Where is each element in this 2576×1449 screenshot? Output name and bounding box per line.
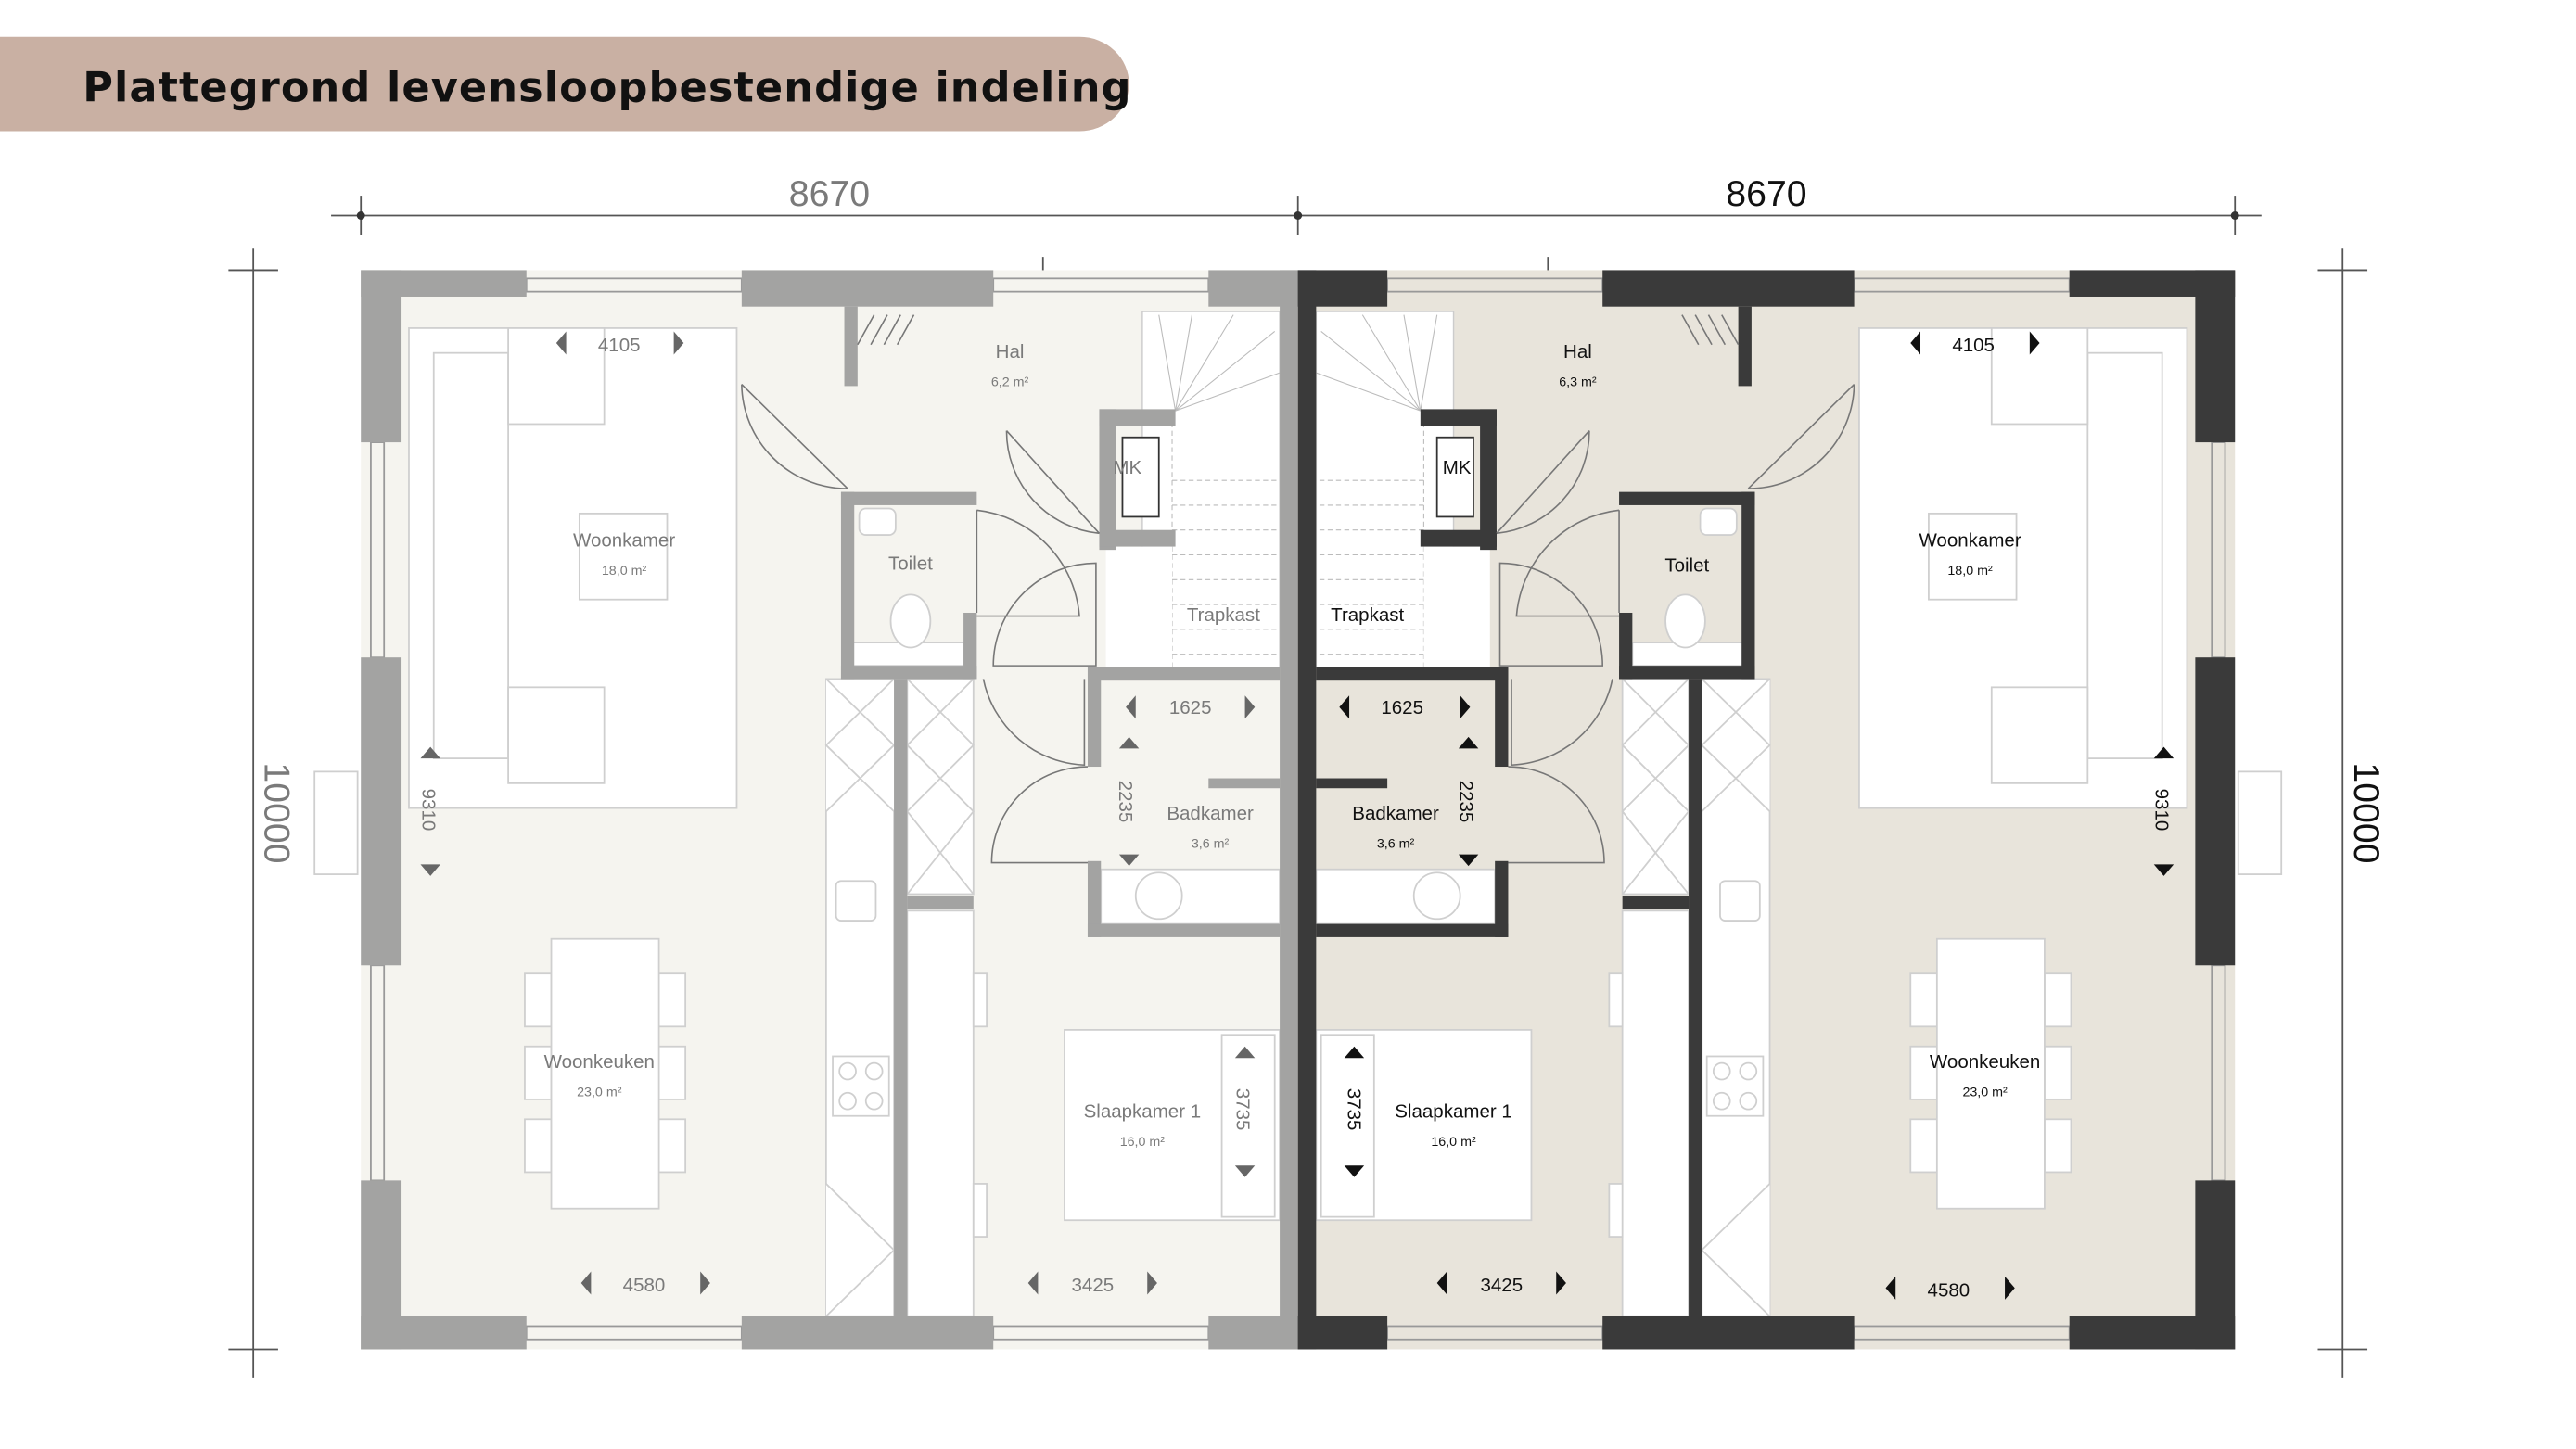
- room-woonkamer-area: 18,0 m²: [1947, 564, 1993, 578]
- meterkast-label: MK: [1443, 457, 1472, 478]
- meterkast-label: MK: [1113, 457, 1141, 478]
- room-badkamer-area: 3,6 m²: [1377, 837, 1415, 852]
- room-hal-label: Hal: [996, 341, 1025, 362]
- badkamer-depth: 2235: [1456, 781, 1477, 823]
- room-badkamer-label: Badkamer: [1352, 803, 1439, 824]
- woonkamer-width: 4105: [1952, 335, 1995, 356]
- badkamer-depth: 2235: [1115, 781, 1136, 823]
- room-woonkamer-label: Woonkamer: [573, 530, 675, 552]
- woonkamer-depth: 9310: [417, 789, 439, 832]
- room-slaapkamer-label: Slaapkamer 1: [1395, 1101, 1512, 1123]
- unit-left-labels: Hal 6,2 m² MK Toilet Trapkast 1625 Badka…: [417, 335, 1260, 1296]
- room-badkamer-label: Badkamer: [1167, 803, 1254, 824]
- woonkamer-width: 4105: [598, 335, 641, 356]
- room-woonkeuken-label: Woonkeuken: [544, 1051, 655, 1073]
- unit-right-labels: Hal 6,3 m² MK Toilet Trapkast 1625 Badka…: [1331, 335, 2172, 1301]
- woonkamer-depth: 9310: [2151, 789, 2173, 832]
- badkamer-width: 1625: [1169, 697, 1212, 718]
- room-badkamer-area: 3,6 m²: [1192, 837, 1230, 852]
- room-slaapkamer-area: 16,0 m²: [1431, 1135, 1476, 1150]
- room-trapkast-label: Trapkast: [1331, 604, 1404, 626]
- page-title: Plattegrond levensloopbestendige indelin…: [83, 63, 1131, 111]
- depth-dimension-left: 10000: [257, 762, 298, 863]
- room-toilet-label: Toilet: [888, 553, 933, 575]
- depth-dimension-right: 10000: [2346, 762, 2387, 863]
- room-woonkeuken-label: Woonkeuken: [1930, 1051, 2040, 1073]
- room-hal-area: 6,2 m²: [991, 375, 1029, 389]
- woonkeuken-width: 4580: [623, 1275, 666, 1296]
- room-hal-label: Hal: [1563, 341, 1592, 362]
- unit-left-plan: [313, 269, 1299, 1351]
- room-toilet-label: Toilet: [1664, 554, 1709, 576]
- room-hal-area: 6,3 m²: [1559, 375, 1597, 389]
- unit-right-plan: [1296, 269, 2283, 1351]
- room-slaapkamer-area: 16,0 m²: [1120, 1135, 1166, 1150]
- slaapkamer-depth: 3735: [1232, 1088, 1254, 1131]
- room-woonkamer-area: 18,0 m²: [602, 564, 647, 578]
- woonkeuken-width: 4580: [1928, 1279, 1970, 1301]
- width-dimension-right: 8670: [1726, 173, 1806, 214]
- slaapkamer-depth: 3735: [1343, 1088, 1364, 1131]
- slaapkamer-width: 3425: [1480, 1275, 1523, 1296]
- slaapkamer-width: 3425: [1072, 1275, 1115, 1296]
- room-slaapkamer-label: Slaapkamer 1: [1084, 1101, 1202, 1123]
- header-banner: [0, 36, 1129, 132]
- width-dimension-left: 8670: [789, 173, 870, 214]
- room-trapkast-label: Trapkast: [1187, 604, 1260, 626]
- room-woonkamer-label: Woonkamer: [1919, 530, 2021, 552]
- room-woonkeuken-area: 23,0 m²: [577, 1085, 622, 1099]
- room-woonkeuken-area: 23,0 m²: [1962, 1085, 2008, 1099]
- badkamer-width: 1625: [1381, 697, 1423, 718]
